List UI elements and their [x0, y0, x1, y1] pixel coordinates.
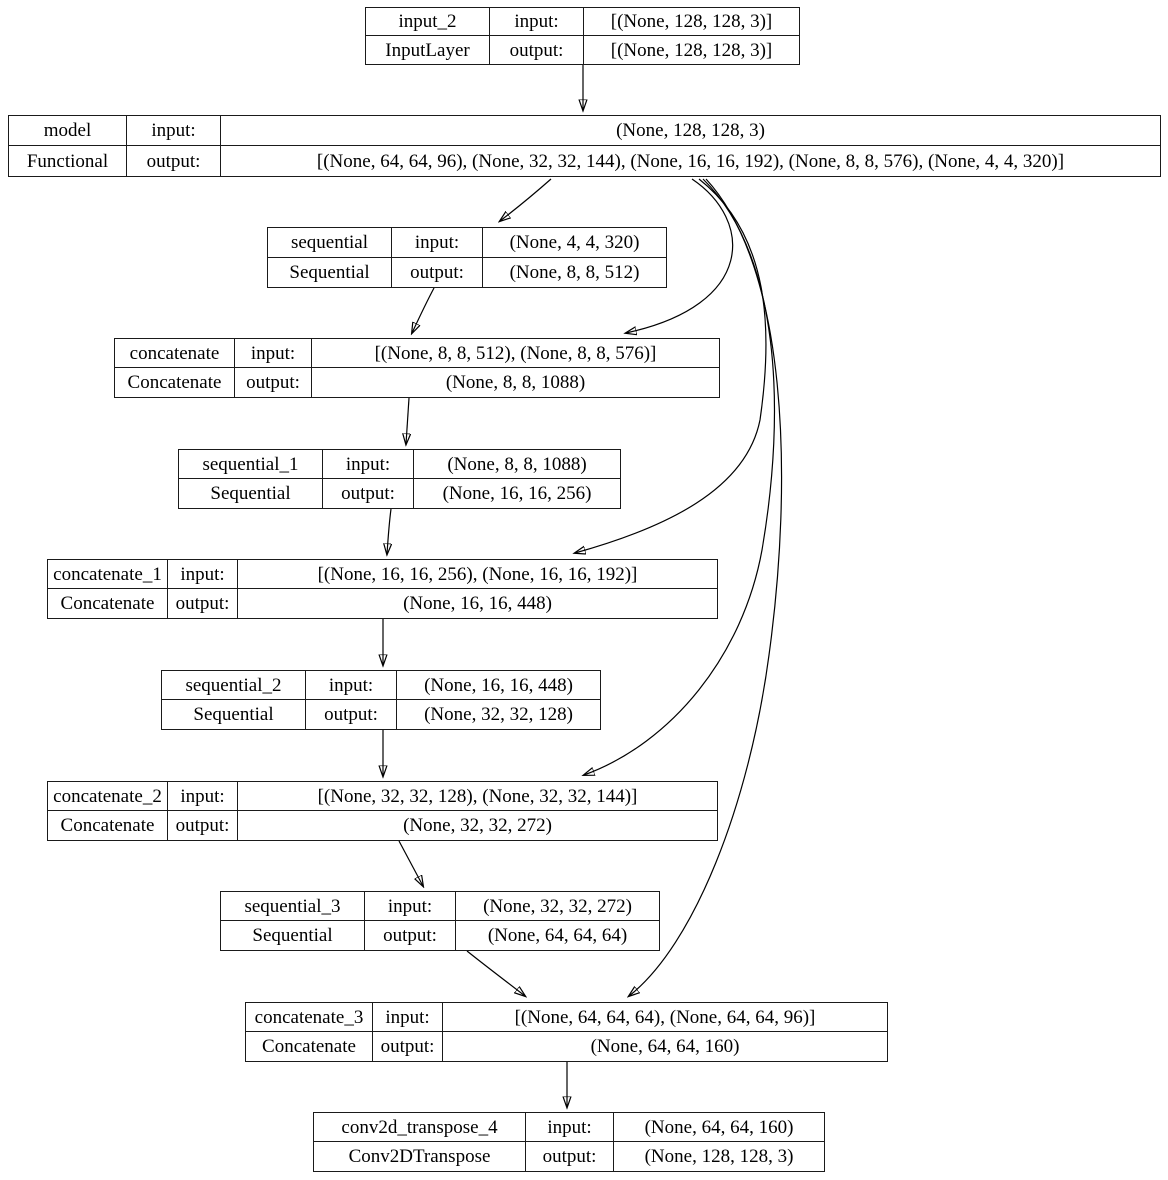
output-shape: (None, 32, 32, 272) — [403, 815, 552, 836]
node-concatenate_3: concatenate_3 input: [(None, 64, 64, 64)… — [245, 1002, 888, 1062]
output-label: output: — [526, 1142, 614, 1171]
node-sequential_2: sequential_2 input: (None, 16, 16, 448) … — [161, 670, 601, 730]
output-label: output: — [235, 368, 312, 397]
input-shape: (None, 128, 128, 3) — [221, 116, 1160, 146]
layer-name: concatenate_2 — [48, 782, 168, 811]
layer-type: Sequential — [179, 479, 323, 508]
input-shape: (None, 4, 4, 320) — [483, 228, 666, 258]
node-concatenate_2: concatenate_2 input: [(None, 32, 32, 128… — [47, 781, 718, 841]
output-shape: (None, 8, 8, 1088) — [445, 372, 586, 393]
output-label: output: — [306, 700, 397, 729]
layer-type: Sequential — [162, 700, 306, 729]
layer-type: Concatenate — [115, 368, 235, 397]
input-shape: [(None, 16, 16, 256), (None, 16, 16, 192… — [238, 560, 717, 589]
input-label: input: — [373, 1003, 443, 1032]
layer-name: sequential_3 — [221, 892, 365, 921]
layer-type: Concatenate — [48, 589, 168, 618]
layer-name: concatenate — [115, 339, 235, 368]
input-label: input: — [392, 228, 483, 258]
input-shape: (None, 64, 64, 160) — [614, 1113, 824, 1142]
layer-name: sequential — [268, 228, 392, 258]
node-concatenate_1: concatenate_1 input: [(None, 16, 16, 256… — [47, 559, 718, 619]
edge-sequential_3-concatenate_3 — [466, 950, 525, 996]
input-label: input: — [306, 671, 397, 700]
node-sequential_1: sequential_1 input: (None, 8, 8, 1088) S… — [178, 449, 621, 509]
node-concatenate: concatenate input: [(None, 8, 8, 512), (… — [114, 338, 720, 398]
layer-name: sequential_1 — [179, 450, 323, 479]
input-label: input: — [168, 560, 238, 589]
output-label: output: — [323, 479, 414, 508]
input-shape: (None, 16, 16, 448) — [397, 671, 600, 700]
layer-name: sequential_2 — [162, 671, 306, 700]
input-label: input: — [235, 339, 312, 368]
output-shape: (None, 8, 8, 512) — [509, 261, 640, 283]
layer-name: concatenate_1 — [48, 560, 168, 589]
output-shape: (None, 16, 16, 256) — [442, 483, 592, 504]
input-label: input: — [526, 1113, 614, 1142]
input-label: input: — [365, 892, 456, 921]
output-shape: [(None, 128, 128, 3)] — [610, 39, 773, 61]
input-label: input: — [127, 116, 221, 146]
layer-type: Sequential — [268, 257, 392, 287]
layer-name: model — [9, 116, 127, 146]
edge-sequential_1-concatenate_1 — [387, 508, 391, 554]
layer-type: Concatenate — [48, 811, 168, 840]
layer-name: conv2d_transpose_4 — [314, 1113, 526, 1142]
layer-type: Concatenate — [246, 1032, 373, 1061]
input-shape: [(None, 8, 8, 512), (None, 8, 8, 576)] — [312, 339, 719, 368]
edge-concatenate-sequential_1 — [406, 397, 409, 444]
output-shape: [(None, 64, 64, 96), (None, 32, 32, 144)… — [316, 150, 1065, 172]
output-label: output: — [392, 257, 483, 287]
output-shape: (None, 16, 16, 448) — [403, 593, 552, 614]
node-sequential: sequential input: (None, 4, 4, 320) Sequ… — [267, 227, 667, 288]
output-label: output: — [168, 811, 238, 840]
output-label: output: — [373, 1032, 443, 1061]
edge-model-sequential — [500, 178, 552, 221]
input-label: input: — [323, 450, 414, 479]
output-shape: (None, 64, 64, 64) — [487, 925, 628, 946]
layer-name: concatenate_3 — [246, 1003, 373, 1032]
layer-type: Functional — [9, 146, 127, 176]
input-shape: [(None, 64, 64, 64), (None, 64, 64, 96)] — [443, 1003, 887, 1032]
layer-name: input_2 — [366, 8, 490, 36]
layer-type: Conv2DTranspose — [314, 1142, 526, 1171]
output-label: output: — [127, 146, 221, 176]
layer-type: InputLayer — [366, 36, 490, 64]
node-conv2d_transpose_4: conv2d_transpose_4 input: (None, 64, 64,… — [313, 1112, 825, 1172]
output-shape: (None, 128, 128, 3) — [644, 1146, 794, 1167]
output-shape: (None, 64, 64, 160) — [590, 1036, 740, 1057]
edge-concatenate_2-sequential_3 — [398, 840, 423, 886]
input-label: input: — [168, 782, 238, 811]
node-model: model input: (None, 128, 128, 3) Functio… — [8, 115, 1161, 177]
input-shape: (None, 8, 8, 1088) — [414, 450, 620, 479]
node-sequential_3: sequential_3 input: (None, 32, 32, 272) … — [220, 891, 660, 951]
node-input_2: input_2 input: [(None, 128, 128, 3)] Inp… — [365, 7, 800, 65]
input-shape: [(None, 128, 128, 3)] — [584, 8, 799, 36]
output-label: output: — [490, 36, 584, 64]
edge-sequential-concatenate — [412, 287, 435, 333]
output-label: output: — [168, 589, 238, 618]
output-label: output: — [365, 921, 456, 950]
input-shape: (None, 32, 32, 272) — [456, 892, 659, 921]
input-shape: [(None, 32, 32, 128), (None, 32, 32, 144… — [238, 782, 717, 811]
output-shape: (None, 32, 32, 128) — [424, 704, 573, 725]
layer-type: Sequential — [221, 921, 365, 950]
input-label: input: — [490, 8, 584, 36]
